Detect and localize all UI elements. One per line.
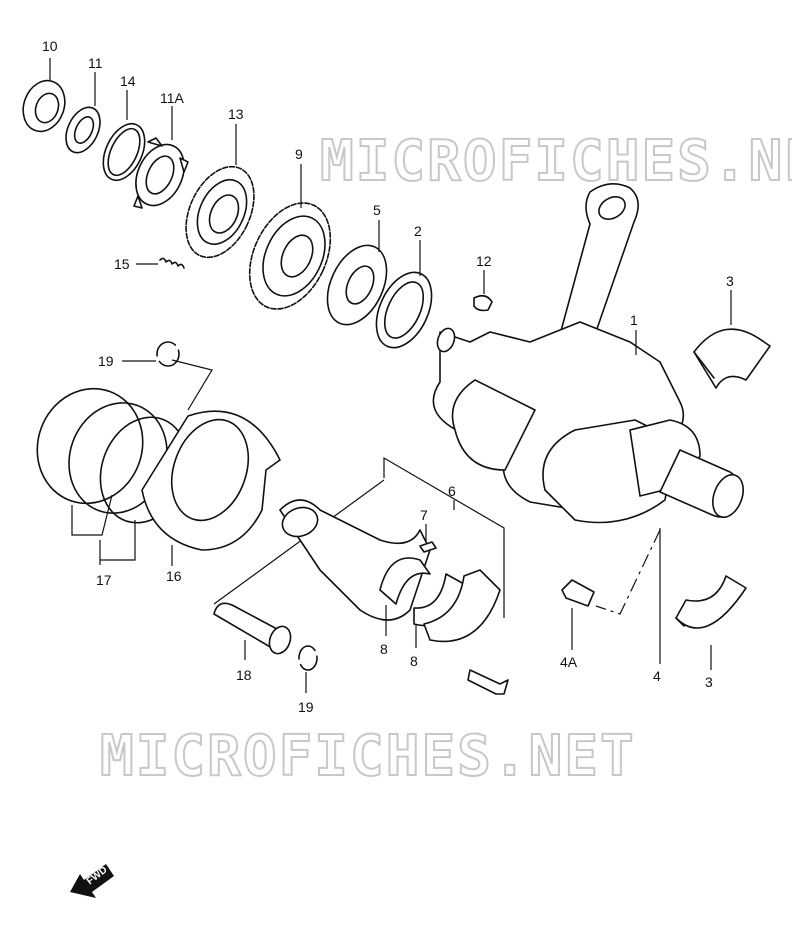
part-19-circlip-lower[interactable] — [298, 645, 318, 671]
part-18-piston-pin[interactable] — [213, 602, 294, 656]
callout-19a: 19 — [98, 353, 114, 369]
part-4A-bolt[interactable] — [561, 579, 595, 607]
part-3-main-bearing-upper[interactable] — [693, 328, 771, 389]
callout-13: 13 — [228, 106, 244, 122]
part-13-primary-drive-gear[interactable] — [173, 156, 268, 268]
watermark-bottom: MICROFICHES.NET — [100, 724, 636, 789]
callout-11A: 11A — [160, 90, 185, 106]
fwd-arrow-icon: FWD — [70, 864, 114, 898]
callout-9: 9 — [295, 146, 303, 162]
callout-14: 14 — [120, 73, 136, 89]
callout-6: 6 — [448, 483, 456, 499]
callout-18: 18 — [236, 667, 252, 683]
part-3-main-bearing-lower[interactable] — [675, 575, 747, 629]
callout-17: 17 — [96, 572, 112, 588]
part-9-crank-gear[interactable] — [234, 190, 347, 322]
part-19-circlip-upper[interactable] — [156, 341, 180, 367]
watermark-top: MICROFICHES.NET — [320, 129, 792, 194]
callout-4: 4 — [653, 668, 661, 684]
part-16-piston[interactable] — [141, 409, 281, 551]
part-14-circlip[interactable] — [95, 117, 153, 187]
part-7-pin[interactable] — [419, 541, 437, 553]
callout-10: 10 — [42, 38, 58, 54]
part-1-crankshaft[interactable] — [432, 183, 748, 524]
callout-4A: 4A — [560, 654, 578, 670]
part-5-shim[interactable] — [316, 236, 399, 334]
part-6-rod-bolt[interactable] — [467, 669, 509, 695]
callout-8a: 8 — [380, 641, 388, 657]
callout-15: 15 — [114, 256, 130, 272]
callout-11: 11 — [88, 55, 103, 71]
part-10-oil-seal[interactable] — [16, 75, 71, 138]
part-15-spring[interactable] — [159, 257, 185, 269]
part-12-key[interactable] — [473, 294, 493, 312]
callout-16: 16 — [166, 568, 182, 584]
part-11A-lock-washer[interactable] — [127, 137, 194, 214]
part-11-washer[interactable] — [59, 102, 106, 158]
callout-2: 2 — [414, 223, 422, 239]
callout-12: 12 — [476, 253, 492, 269]
callout-3a: 3 — [726, 273, 734, 289]
callout-1: 1 — [630, 312, 638, 328]
part-6-rod-cap[interactable] — [423, 569, 501, 643]
callout-19b: 19 — [298, 699, 314, 715]
callout-8b: 8 — [410, 653, 418, 669]
callout-7: 7 — [420, 507, 428, 523]
callout-5: 5 — [373, 202, 381, 218]
part-8-rod-bearing-a[interactable] — [379, 557, 431, 605]
callout-3b: 3 — [705, 674, 713, 690]
part-2-thrust-washer[interactable] — [365, 264, 442, 357]
